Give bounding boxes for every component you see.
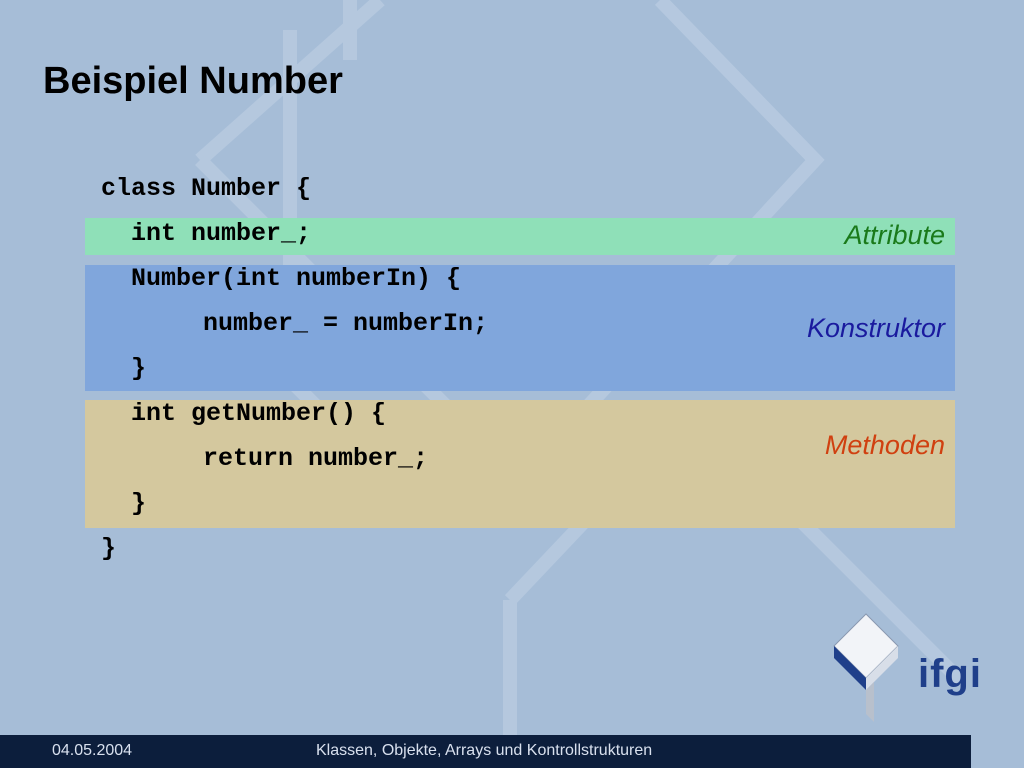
attribute-band: Attribute: [85, 218, 955, 255]
footer-date: 04.05.2004: [52, 742, 133, 759]
methods-label: Methoden: [824, 430, 945, 460]
code-line-method-body: return number_;: [203, 444, 429, 473]
constructor-label: Konstruktor: [806, 313, 945, 343]
ifgi-logo-text: ifgi: [918, 652, 982, 696]
attribute-label: Attribute: [844, 220, 945, 250]
code-line-method: int getNumber() {: [131, 399, 387, 428]
methods-band: Methoden: [85, 400, 955, 528]
constructor-band: Konstruktor: [85, 265, 955, 391]
page-title: Beispiel Number: [43, 60, 343, 102]
code-line-constructor-close: }: [131, 354, 147, 383]
footer-bar: 04.05.2004 Klassen, Objekte, Arrays und …: [0, 735, 971, 768]
code-line-class: class Number {: [101, 174, 312, 203]
code-line-class-close: }: [101, 534, 117, 563]
code-line-attribute: int number_;: [131, 219, 312, 248]
footer-title: Klassen, Objekte, Arrays und Kontrollstr…: [316, 742, 653, 759]
code-line-method-close: }: [131, 489, 147, 518]
ifgi-logo-icon: [833, 613, 899, 722]
code-line-constructor-body: number_ = numberIn;: [203, 309, 489, 338]
code-line-constructor: Number(int numberIn) {: [131, 264, 462, 293]
